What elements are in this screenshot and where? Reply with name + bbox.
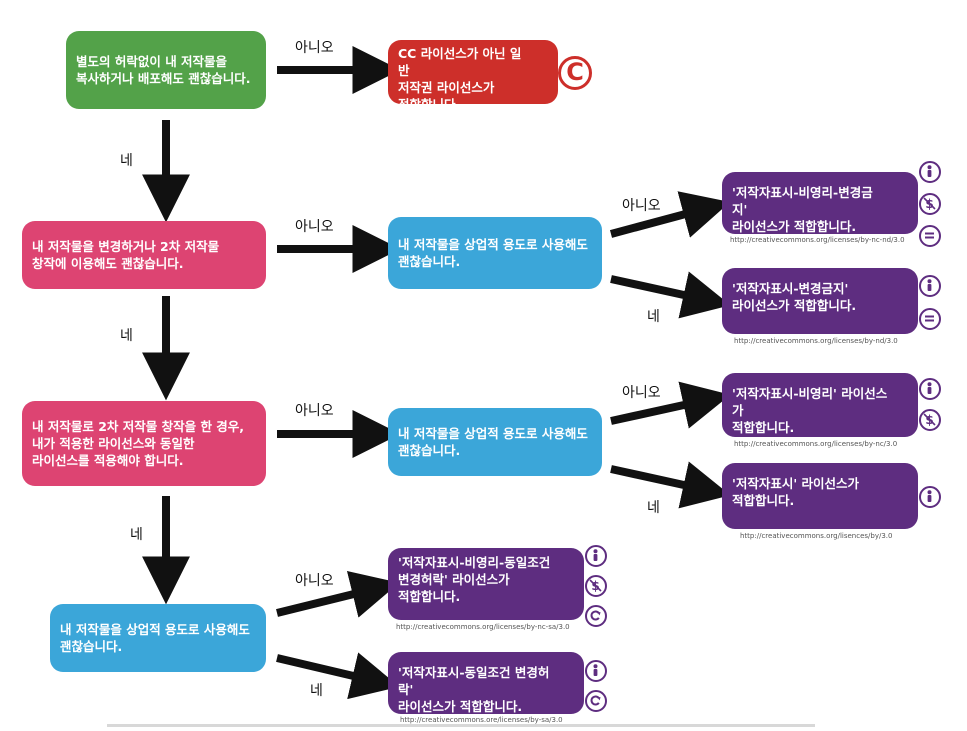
label-q1-yes: 네: [120, 153, 133, 169]
arrow-commercial-a-yes: [610, 271, 731, 319]
question-commercial-sa-text: 내 저작물을 상업적 용도로 사용해도 괜찮습니다.: [60, 622, 250, 654]
question-share-alike-text: 내 저작물로 2차 저작물 창작을 한 경우, 내가 적용한 라이선스와 동일한…: [32, 419, 245, 468]
result-by-nc-nd: '저작자표시-비영리-변경금지' 라이선스가 적합합니다.: [722, 172, 918, 234]
no-dollar-icon: $: [585, 575, 607, 597]
question-copy-distribute-text: 별도의 허락없이 내 저작물을 복사하거나 배포해도 괜찮습니다.: [76, 54, 251, 86]
result-by-nc-nd-text: '저작자표시-비영리-변경금지' 라이선스가 적합합니다.: [732, 185, 873, 234]
url-by-nc[interactable]: http://creativecommons.org/licenses/by-n…: [734, 440, 898, 448]
label-q1-no: 아니오: [295, 40, 334, 56]
result-by-sa-text: '저작자표시-동일조건 변경허락' 라이선스가 적합합니다.: [398, 665, 550, 714]
no-dollar-icon: $: [919, 193, 941, 215]
question-commercial-by: 내 저작물을 상업적 용도로 사용해도 괜찮습니다.: [388, 408, 602, 476]
equals-icon: [919, 225, 941, 247]
person-icon: [585, 545, 607, 567]
question-modify: 내 저작물을 변경하거나 2차 저작물 창작에 이용해도 괜찮습니다.: [22, 221, 266, 289]
label-commercial-b-no: 아니오: [622, 385, 661, 401]
result-by-nc: '저작자표시-비영리' 라이선스가 적합합니다.: [722, 373, 918, 437]
result-by-sa: '저작자표시-동일조건 변경허락' 라이선스가 적합합니다.: [388, 652, 584, 714]
no-dollar-icon: $: [919, 409, 941, 431]
question-commercial-sa: 내 저작물을 상업적 용도로 사용해도 괜찮습니다.: [50, 604, 266, 672]
url-by-nd[interactable]: http://creativecommons.org/licenses/by-n…: [734, 337, 898, 345]
share-alike-icon: [585, 690, 607, 712]
result-copyright-text: CC 라이선스가 아닌 일반 저작권 라이선스가 적합합니다.: [398, 46, 522, 112]
arrow-commercial-b-yes: [610, 461, 731, 509]
share-alike-icon: [585, 605, 607, 627]
result-copyright: CC 라이선스가 아닌 일반 저작권 라이선스가 적합합니다.: [388, 40, 558, 112]
question-copy-distribute: 별도의 허락없이 내 저작물을 복사하거나 배포해도 괜찮습니다.: [66, 31, 266, 109]
person-icon: [919, 486, 941, 508]
question-commercial-nd-text: 내 저작물을 상업적 용도로 사용해도 괜찮습니다.: [398, 237, 588, 269]
question-commercial-nd: 내 저작물을 상업적 용도로 사용해도 괜찮습니다.: [388, 217, 602, 289]
question-commercial-by-text: 내 저작물을 상업적 용도로 사용해도 괜찮습니다.: [398, 426, 588, 458]
label-q4-no: 아니오: [295, 573, 334, 589]
url-by[interactable]: http://creativecommons.org/lisences/by/3…: [740, 532, 893, 540]
result-by-nc-text: '저작자표시-비영리' 라이선스가 적합합니다.: [732, 386, 888, 435]
equals-icon: [919, 308, 941, 330]
copyright-icon: C: [558, 56, 592, 90]
bottom-divider: [107, 724, 815, 727]
label-q2-no: 아니오: [295, 219, 334, 235]
question-share-alike: 내 저작물로 2차 저작물 창작을 한 경우, 내가 적용한 라이선스와 동일한…: [22, 401, 266, 486]
label-q4-yes: 네: [310, 683, 323, 699]
label-q2-yes: 네: [120, 328, 133, 344]
result-by-nc-sa-text: '저작자표시-비영리-동일조건 변경허락' 라이선스가 적합합니다.: [398, 555, 551, 604]
url-by-sa[interactable]: http://creativecommons.ore/licenses/by-s…: [400, 716, 563, 724]
label-q3-no: 아니오: [295, 403, 334, 419]
copyright-symbol: C: [566, 58, 584, 86]
url-by-nc-nd[interactable]: http://creativecommons.org/licenses/by-n…: [730, 236, 905, 244]
result-by: '저작자표시' 라이선스가 적합합니다.: [722, 463, 918, 529]
person-icon: [585, 660, 607, 682]
label-commercial-b-yes: 네: [647, 500, 660, 516]
result-by-nd: '저작자표시-변경금지' 라이선스가 적합합니다.: [722, 268, 918, 334]
arrow-q4-yes: [276, 652, 400, 700]
person-icon: [919, 378, 941, 400]
person-icon: [919, 275, 941, 297]
url-by-nc-sa[interactable]: http://creativecommons.org/licenses/by-n…: [396, 623, 570, 631]
person-icon: [919, 161, 941, 183]
label-commercial-a-no: 아니오: [622, 198, 661, 214]
result-by-nc-sa: '저작자표시-비영리-동일조건 변경허락' 라이선스가 적합합니다.: [388, 548, 584, 620]
question-modify-text: 내 저작물을 변경하거나 2차 저작물 창작에 이용해도 괜찮습니다.: [32, 239, 220, 271]
result-by-text: '저작자표시' 라이선스가 적합합니다.: [732, 476, 860, 508]
arrow-q4-no: [276, 571, 400, 618]
arrow-commercial-b-no: [610, 381, 731, 429]
arrow-commercial-a-no: [609, 191, 731, 238]
label-commercial-a-yes: 네: [647, 309, 660, 325]
label-q3-yes: 네: [130, 527, 143, 543]
result-by-nd-text: '저작자표시-변경금지' 라이선스가 적합합니다.: [732, 281, 857, 313]
